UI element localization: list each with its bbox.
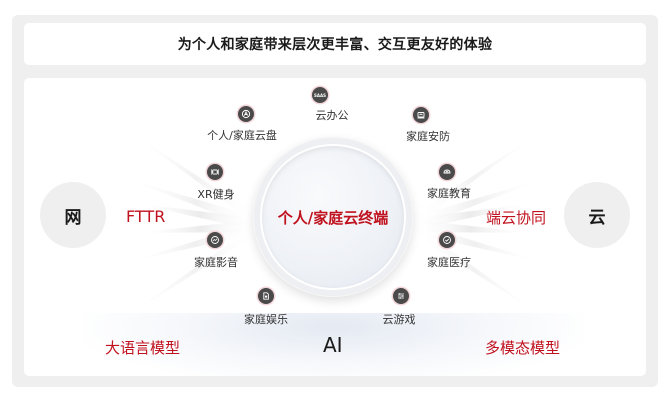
xr-glasses-icon (207, 164, 223, 180)
saas-icon: SAAS (312, 87, 328, 103)
cloud-label: 云 (588, 207, 606, 228)
network-label: 网 (64, 207, 82, 228)
feature-label: 家庭教育 (427, 187, 471, 200)
document-icon (258, 288, 274, 304)
feature-label: 个人/家庭云盘 (207, 129, 277, 142)
feature-label: 家庭安防 (406, 130, 450, 143)
education-icon (439, 164, 455, 180)
title-card: 为个人和家庭带来层次更丰富、交互更友好的体验 (24, 23, 646, 65)
left-fan-beams (124, 128, 254, 318)
page-title: 为个人和家庭带来层次更丰富、交互更友好的体验 (177, 37, 493, 53)
multimodal-label: 多模态模型 (485, 339, 561, 357)
center-disc (262, 146, 404, 288)
center-label: 个人/家庭云终端 (277, 209, 389, 227)
security-camera-icon (413, 107, 429, 123)
saas-icon-text: SAAS (314, 92, 326, 98)
media-icon (207, 232, 223, 248)
game-sliders-icon (393, 288, 409, 304)
llm-label: 大语言模型 (105, 339, 181, 357)
bottom-haze (84, 313, 584, 376)
cloud-drive-icon (238, 106, 254, 122)
medical-check-icon (439, 232, 455, 248)
ai-label: AI (323, 333, 343, 357)
network-circle: 网 (40, 182, 106, 248)
feature-label: 家庭医疗 (427, 256, 471, 269)
device-cloud-collab-label: 端云协同 (486, 209, 547, 227)
feature-label: XR健身 (197, 188, 235, 201)
feature-label: 家庭影音 (194, 256, 238, 269)
feature-label: 云办公 (315, 109, 349, 122)
fttr-label: FTTR (126, 207, 166, 226)
right-fan-beams (416, 128, 546, 318)
feature-label: 家庭娱乐 (244, 313, 288, 326)
cloud-circle: 云 (564, 182, 630, 248)
feature-label: 云游戏 (382, 313, 416, 326)
